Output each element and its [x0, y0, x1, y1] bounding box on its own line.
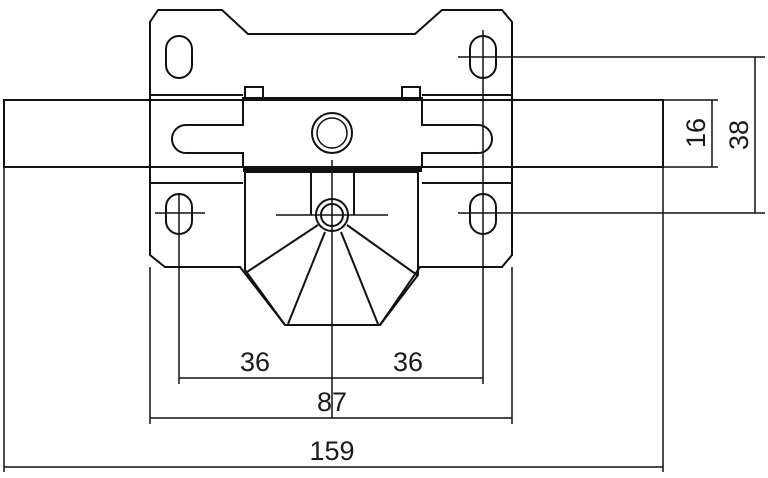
dim-hole-offset-right: 36 — [393, 347, 423, 377]
slot-hole-top-left — [165, 35, 193, 79]
dim-hole-offset-left: 36 — [240, 347, 270, 377]
mounting-plate — [149, 9, 513, 326]
dim-overall-width: 159 — [309, 436, 354, 466]
dim-hole-spacing-vertical: 38 — [724, 120, 754, 150]
center-slot — [171, 97, 493, 168]
center-ring-top — [311, 112, 353, 154]
fan-block — [244, 171, 419, 326]
rail-bar — [3, 99, 664, 168]
dim-plate-width: 87 — [317, 387, 347, 417]
dim-bar-height: 16 — [681, 118, 711, 148]
tab-left — [244, 86, 264, 99]
dimension-lines — [4, 57, 756, 468]
tab-right — [401, 86, 421, 99]
center-lines — [3, 30, 765, 472]
